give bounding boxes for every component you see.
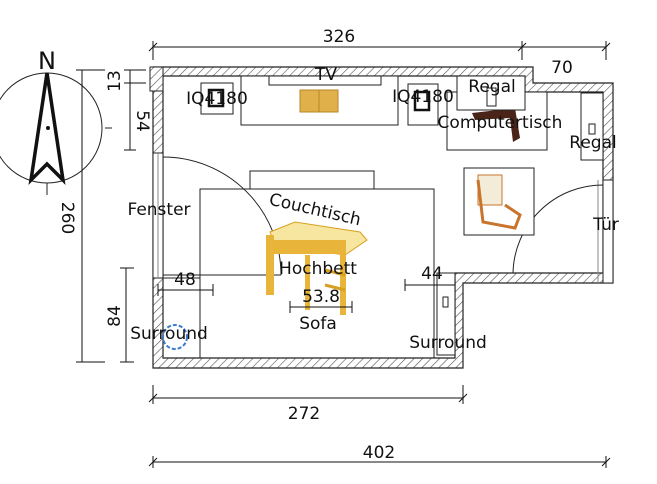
- dim-left-total: 260: [57, 202, 77, 234]
- door-tuer[interactable]: [512, 179, 614, 284]
- dim-inner-center: 53.8: [302, 287, 340, 307]
- tv-cabinet[interactable]: [240, 75, 399, 126]
- compass-north-label: N: [38, 47, 56, 75]
- label-regal-right: Regal: [569, 133, 616, 153]
- speaker-iq-left[interactable]: [200, 82, 234, 115]
- label-iq-right: IQ4180: [392, 87, 454, 107]
- label-fenster: Fenster: [127, 200, 190, 220]
- label-sofa: Sofa: [299, 314, 337, 334]
- label-surround-right: Surround: [409, 333, 487, 353]
- label-tuer: Tür: [592, 215, 619, 235]
- label-tv: TV: [314, 65, 337, 85]
- dim-left-small: 13: [105, 70, 125, 92]
- dimension-lines: [76, 41, 611, 468]
- surround-right-speaker[interactable]: [436, 272, 456, 356]
- dim-top-right: 70: [551, 58, 573, 78]
- label-couchtisch: Couchtisch: [267, 190, 363, 231]
- regal-right-shelf[interactable]: [580, 92, 604, 161]
- label-computertisch: Computertisch: [438, 113, 563, 133]
- dim-bottom-total: 402: [363, 443, 395, 463]
- dim-top-main: 326: [323, 27, 355, 47]
- armchair[interactable]: [463, 167, 535, 236]
- dim-bottom-inner: 272: [288, 404, 320, 424]
- hochbett-loft-bed[interactable]: [266, 221, 368, 315]
- label-hochbett: Hochbett: [279, 259, 357, 279]
- dim-inner-left: 48: [174, 270, 196, 290]
- compass-icon: N: [0, 47, 112, 195]
- dim-left-upper: 54: [132, 110, 152, 132]
- surround-left-speaker[interactable]: [162, 277, 201, 359]
- couchtisch-table[interactable]: [249, 170, 375, 190]
- speaker-iq-right[interactable]: [407, 83, 439, 126]
- dim-inner-right: 44: [421, 264, 443, 284]
- dim-left-lower: 84: [105, 305, 125, 327]
- label-surround-left: Surround: [130, 324, 208, 344]
- label-iq-left: IQ4180: [186, 89, 248, 109]
- sofa-area[interactable]: [199, 188, 435, 359]
- label-regal-top: Regal: [468, 77, 515, 97]
- regal-top-shelf[interactable]: [456, 75, 526, 111]
